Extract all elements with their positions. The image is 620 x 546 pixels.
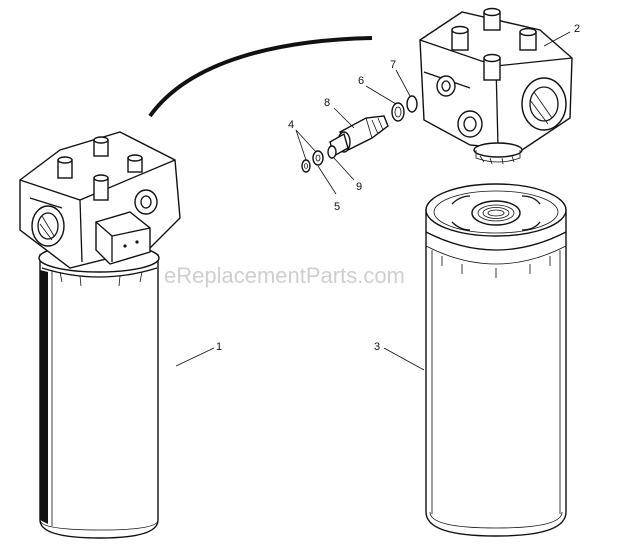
filter-head-right [419, 7, 573, 165]
callout-2: 2 [574, 23, 580, 35]
mounting-boss-8 [483, 53, 501, 81]
callout-3: 3 [374, 341, 380, 353]
washer-4a [312, 150, 324, 166]
callout-9: 9 [356, 181, 362, 193]
mounting-boss-4 [93, 174, 109, 201]
mounting-boss-1 [57, 156, 73, 179]
indicator-block-left [95, 211, 151, 265]
callout-5: 5 [334, 201, 340, 213]
mounting-boss-3 [127, 154, 143, 173]
filter-head-left [19, 131, 181, 269]
seal-5 [301, 159, 311, 173]
exploded-small-parts [301, 95, 418, 173]
valve-body-8 [329, 115, 389, 158]
callout-6: 6 [358, 75, 364, 87]
mounting-boss-5 [451, 25, 469, 51]
filter-canister-left [38, 243, 160, 539]
mounting-boss-2 [93, 136, 109, 157]
leader-lines [175, 31, 571, 371]
callout-4: 4 [288, 119, 294, 131]
washer-6 [391, 102, 405, 122]
callout-1: 1 [216, 341, 222, 353]
o-ring-7 [406, 95, 418, 113]
filter-cartridge-right [425, 183, 567, 537]
assembly-connector-line [148, 36, 373, 118]
outlet-spigot [473, 142, 523, 158]
callout-8: 8 [324, 97, 330, 109]
filter-assembly-left [19, 131, 181, 539]
watermark: eReplacementParts.com [164, 263, 405, 288]
mounting-boss-7 [519, 27, 537, 51]
o-ring-9 [327, 145, 337, 159]
callout-7: 7 [390, 59, 396, 71]
mounting-boss-6 [483, 7, 501, 31]
large-port-right [521, 77, 567, 131]
